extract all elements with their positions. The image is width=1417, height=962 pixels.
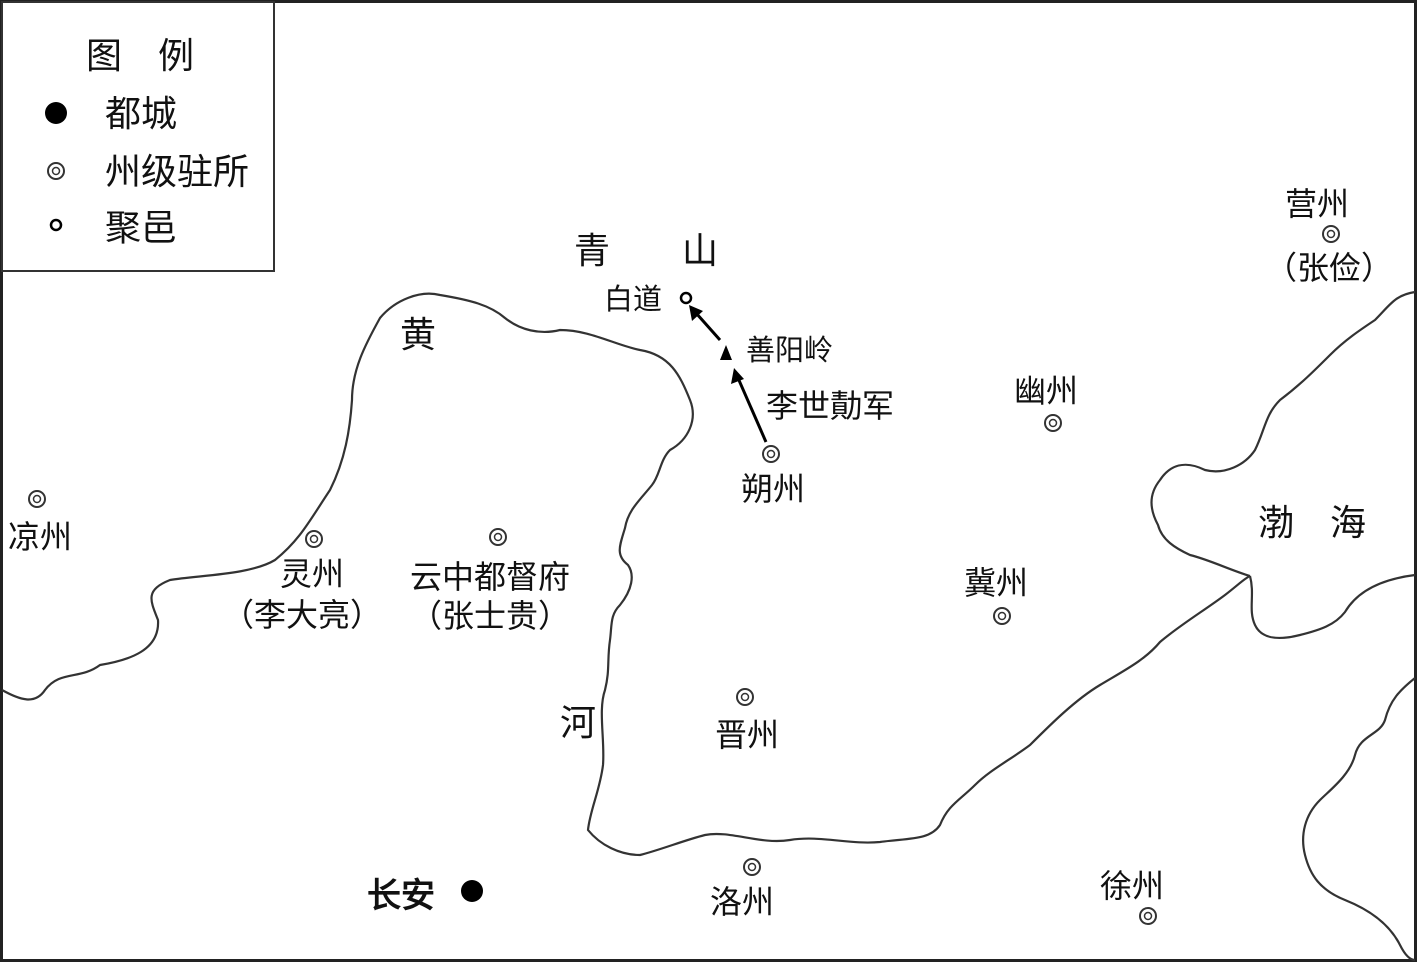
label-he: 河: [560, 703, 596, 744]
coastline-north: [1150, 290, 1416, 578]
settlement-icon: [49, 218, 63, 232]
settlement-icon-baidao: [679, 291, 693, 305]
prefecture-seat-icon-liangzhou: [28, 490, 46, 508]
legend-box: 图 例 都城 州级驻所 聚邑: [1, 1, 275, 272]
label-qingshan: 青 山: [574, 231, 718, 272]
coastline-east: [1302, 677, 1416, 962]
mountain-pass-icon: [720, 345, 732, 360]
prefecture-seat-icon-yunzhong: [489, 528, 507, 546]
label-bohai: 渤 海: [1258, 503, 1366, 544]
label-jinzhou: 晋州: [715, 716, 779, 754]
label-yunzhong-commander: （张士贵）: [410, 597, 570, 635]
label-lingzhou: 灵州: [280, 555, 344, 593]
legend-label-settlement: 聚邑: [105, 208, 177, 249]
legend-title: 图 例: [86, 36, 194, 77]
label-yingzhou: 营州: [1285, 185, 1349, 223]
label-shanyangling: 善阳岭: [746, 333, 833, 367]
prefecture-seat-icon-xuzhou: [1139, 907, 1157, 925]
prefecture-seat-icon-luozhou: [743, 858, 761, 876]
prefecture-seat-icon-shuozhou: [762, 445, 780, 463]
label-baidao: 白道: [604, 282, 662, 316]
label-yunzhong: 云中都督府: [410, 558, 570, 596]
label-lingzhou-commander: （李大亮）: [222, 596, 382, 634]
prefecture-seat-icon: [47, 162, 65, 180]
prefecture-seat-icon-yingzhou: [1322, 225, 1340, 243]
label-liangzhou: 凉州: [8, 518, 72, 556]
label-army: 李世勣军: [766, 387, 894, 425]
label-changan: 长安: [367, 876, 435, 916]
prefecture-seat-icon-youzhou: [1044, 414, 1062, 432]
label-yingzhou-commander: （张俭）: [1265, 249, 1393, 287]
prefecture-seat-icon-lingzhou: [305, 530, 323, 548]
label-jizhou: 冀州: [964, 564, 1028, 602]
label-xuzhou: 徐州: [1100, 867, 1164, 905]
label-huang: 黄: [400, 315, 436, 356]
prefecture-seat-icon-jinzhou: [736, 688, 754, 706]
legend-label-capital: 都城: [105, 94, 177, 135]
capital-dot-icon: [45, 102, 67, 124]
label-luozhou: 洛州: [710, 883, 774, 921]
coastline-south: [1248, 573, 1416, 640]
prefecture-seat-icon-jizhou: [993, 607, 1011, 625]
yellow-river: [1, 292, 1251, 857]
legend-label-prefecture-seat: 州级驻所: [105, 152, 249, 193]
label-youzhou: 幽州: [1014, 372, 1078, 410]
march-route: [689, 305, 768, 443]
label-shuozhou: 朔州: [741, 470, 805, 508]
capital-dot-icon-changan: [461, 880, 483, 902]
